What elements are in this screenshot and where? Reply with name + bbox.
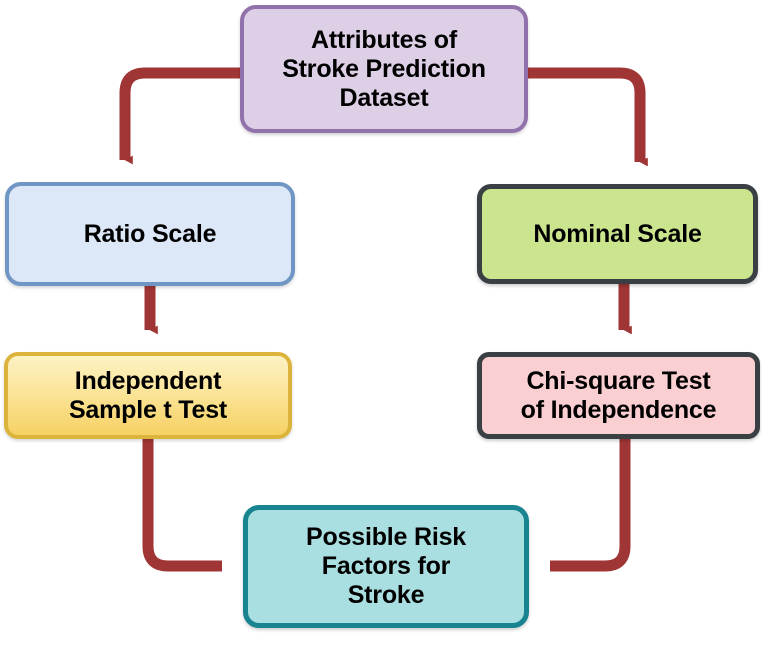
node-chi-square-test-of-independence[interactable]: Chi-square Test of Independence	[477, 352, 760, 439]
node-label: Possible Risk Factors for Stroke	[306, 523, 466, 609]
node-label: Nominal Scale	[533, 219, 702, 248]
node-independent-sample-t-test[interactable]: Independent Sample t Test	[4, 352, 292, 439]
edge-chisq-to-risk	[549, 439, 631, 572]
node-label: Independent Sample t Test	[68, 366, 228, 424]
node-attributes-of-stroke-prediction-dataset[interactable]: Attributes of Stroke Prediction Dataset	[240, 5, 528, 133]
edge-root-to-nominal	[528, 67, 648, 167]
edge-root-to-ratio	[119, 67, 240, 165]
node-possible-risk-factors-for-stroke[interactable]: Possible Risk Factors for Stroke	[243, 505, 529, 628]
node-ratio-scale[interactable]: Ratio Scale	[5, 182, 295, 286]
node-label: Ratio Scale	[83, 219, 217, 248]
node-label: Chi-square Test of Independence	[520, 366, 717, 424]
edge-ttest-to-risk	[142, 439, 223, 572]
node-label: Attributes of Stroke Prediction Dataset	[282, 25, 486, 112]
node-nominal-scale[interactable]: Nominal Scale	[477, 184, 758, 284]
